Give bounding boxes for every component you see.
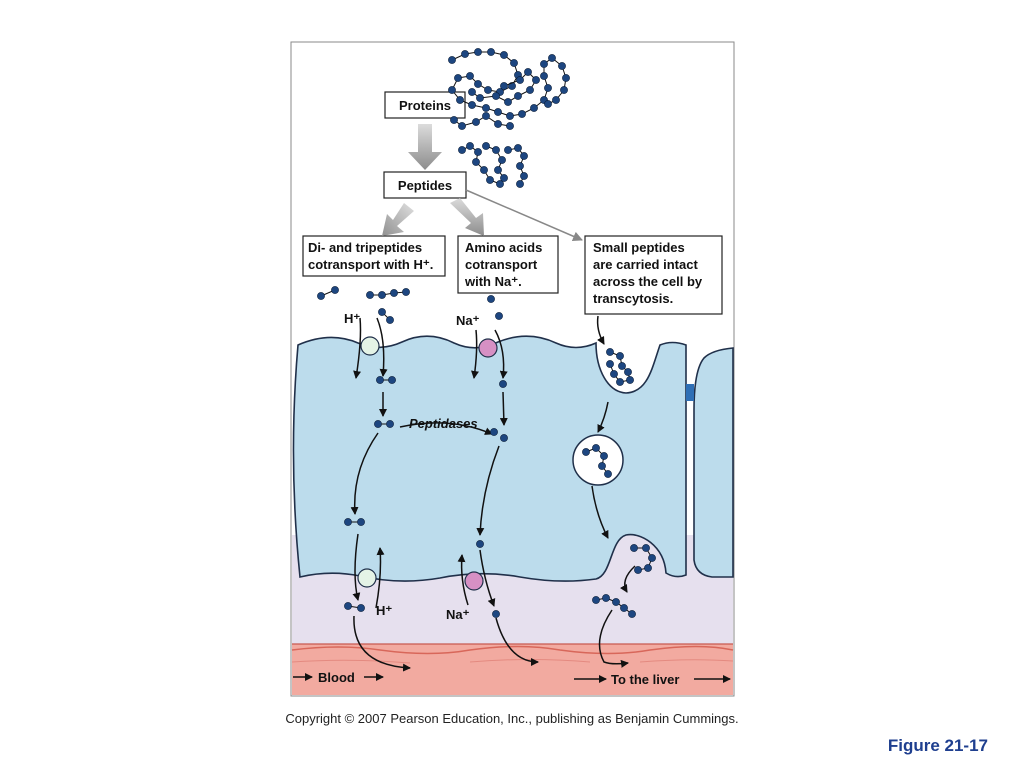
h-plus-label-basolateral: H⁺ [376,603,392,618]
protein-chain [450,112,514,130]
proteins-box: Proteins [384,91,466,119]
protein-chain [468,68,540,106]
h-cotransporter-apical [360,336,380,356]
svg-text:Di- and tripeptides: Di- and tripeptides [308,240,422,255]
di-tripeptides-box: Di- and tripeptides cotransport with H⁺. [302,235,446,277]
na-plus-label-basolateral: Na⁺ [446,607,470,622]
to-di-tripeptides-arrow [382,203,414,236]
transcytosed-peptide [582,444,612,478]
h-cotransporter-basolateral [357,568,377,588]
svg-text:with Na⁺.: with Na⁺. [464,274,522,289]
blood-label: Blood [318,670,355,685]
svg-text:Small peptides: Small peptides [593,240,685,255]
transcytosed-peptide [592,594,636,618]
svg-text:transcytosis.: transcytosis. [593,291,673,306]
svg-text:Amino acids: Amino acids [465,240,542,255]
flow-arrows [293,315,731,683]
svg-text:cotransport: cotransport [465,257,538,272]
na-cotransporter-apical [478,338,498,358]
dipeptide [344,602,365,612]
peptide-chain [504,144,528,188]
amino-acid [490,428,498,436]
na-cotransporter-basolateral [464,571,484,591]
amino-acids-box: Amino acids cotransport with Na⁺. [457,235,559,294]
na-plus-label-apical: Na⁺ [456,313,480,328]
peptide-chain [458,142,504,188]
svg-text:are carried intact: are carried intact [593,257,698,272]
blood-vessel [291,643,734,695]
amino-acid [492,610,500,618]
svg-text:Proteins: Proteins [399,98,451,113]
to-amino-acids-arrow [450,198,484,236]
to-small-peptides-arrow [465,189,583,242]
small-peptides-box: Small peptides are carried intact across… [584,235,723,315]
protein-chain [448,48,570,120]
dipeptide [374,420,394,428]
h-plus-label-apical: H⁺ [344,311,360,326]
to-the-liver-label: To the liver [611,672,679,687]
svg-text:across the cell by: across the cell by [593,274,703,289]
dipeptide [317,286,339,300]
peptide-bead-chains [317,48,656,618]
transcytosed-peptide [630,544,656,574]
peptides-box: Peptides [383,171,467,199]
tight-junction [686,384,694,401]
epithelial-cell-neighbor [693,347,734,578]
dipeptide [378,308,394,324]
amino-acid [476,540,484,548]
proteins-to-peptides-arrow [408,124,442,170]
amino-acid [495,312,503,320]
peptidases-label: Peptidases [409,416,478,431]
epithelial-cell [292,335,687,582]
amino-acid [500,434,508,442]
dipeptide [344,518,365,526]
figure-label: Figure 21-17 [887,736,988,755]
amino-acid [487,295,495,303]
transcytosed-peptide [606,348,634,386]
svg-text:cotransport with H⁺.: cotransport with H⁺. [308,257,433,272]
peptide-chain [482,142,508,182]
copyright-notice: Copyright © 2007 Pearson Education, Inc.… [285,711,739,726]
amino-acid [499,380,507,388]
dipeptide [376,376,396,384]
tripeptide [366,288,410,299]
transcytosis-vesicle [572,434,624,486]
svg-text:Peptides: Peptides [398,178,452,193]
